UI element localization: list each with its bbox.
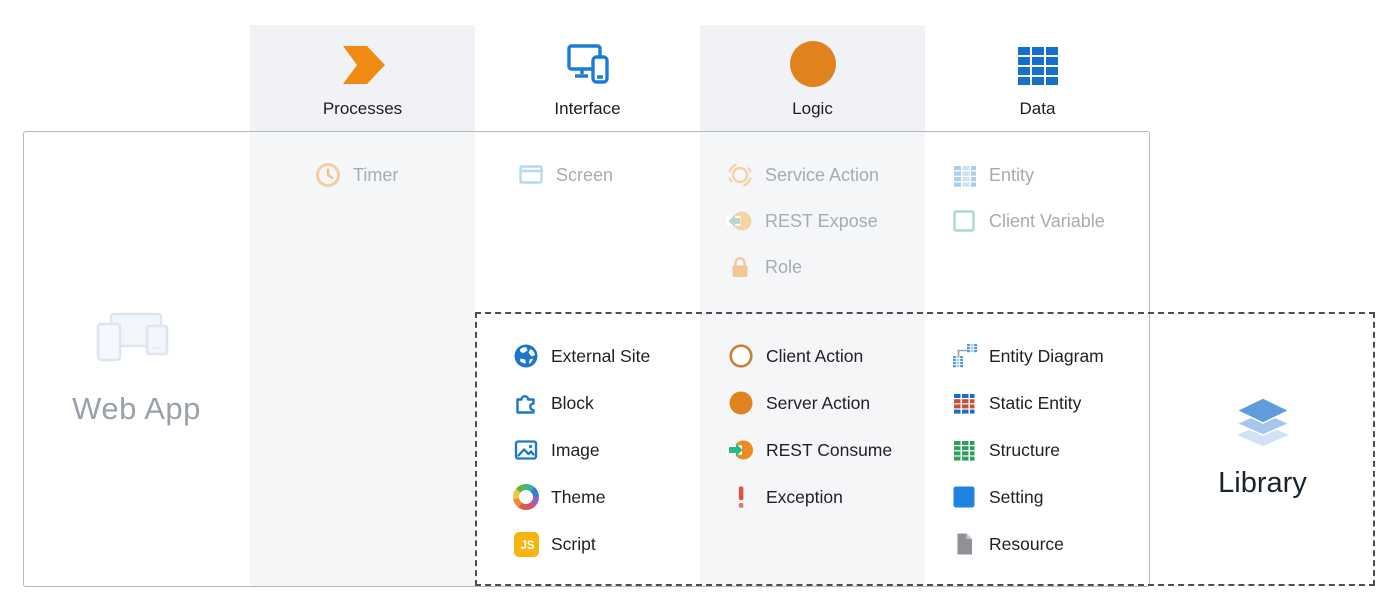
processes-icon (336, 38, 390, 92)
role-icon (726, 253, 754, 281)
item-label: REST Consume (766, 439, 893, 460)
library-icon (1230, 392, 1296, 455)
item-client-variable: Client Variable (950, 207, 1105, 235)
item-label: Client Action (766, 345, 864, 366)
column-header-processes: Processes (250, 25, 475, 131)
data-icon (1011, 38, 1065, 92)
setting-icon (950, 483, 978, 511)
item-label: External Site (551, 345, 651, 366)
screen-icon (517, 161, 545, 189)
item-role: Role (726, 253, 879, 281)
exception-icon (727, 483, 755, 511)
server-action-icon (727, 389, 755, 417)
client-variable-icon (950, 207, 978, 235)
item-entity-diagram: Entity Diagram (950, 342, 1104, 370)
item-label: Script (551, 533, 596, 554)
image-icon (512, 436, 540, 464)
item-label: Exception (766, 486, 843, 507)
column-header-label: Data (1019, 98, 1056, 118)
interface-icon (561, 38, 615, 92)
column-header-data: Data (925, 25, 1150, 131)
item-label: Theme (551, 486, 606, 507)
item-image: Image (512, 436, 650, 464)
item-rest-consume: REST Consume (727, 436, 892, 464)
item-setting: Setting (950, 483, 1104, 511)
web-app-block: Web App (23, 312, 250, 427)
column-header-label: Logic (792, 98, 833, 118)
logic-icon (786, 38, 840, 92)
client-action-icon (727, 342, 755, 370)
item-label: Screen (556, 164, 614, 185)
item-label: Client Variable (989, 210, 1105, 231)
entity-icon (950, 161, 978, 189)
item-theme: Theme (512, 483, 650, 511)
structure-icon (950, 436, 978, 464)
item-client-action: Client Action (727, 342, 892, 370)
item-external-site: External Site (512, 342, 650, 370)
item-rest-expose: REST Expose (726, 207, 879, 235)
rest-consume-icon (727, 436, 755, 464)
item-block: Block (512, 389, 650, 417)
theme-icon (512, 483, 540, 511)
resource-icon (950, 530, 978, 558)
service-action-icon (726, 161, 754, 189)
column-header-label: Interface (554, 98, 621, 118)
item-resource: Resource (950, 530, 1104, 558)
item-label: Static Entity (989, 392, 1082, 413)
column-header-interface: Interface (475, 25, 700, 131)
item-label: Service Action (765, 164, 880, 185)
library-label: Library (1218, 467, 1307, 499)
block-icon (512, 389, 540, 417)
item-exception: Exception (727, 483, 892, 511)
item-screen: Screen (517, 161, 613, 189)
item-label: Entity (989, 164, 1035, 185)
item-server-action: Server Action (727, 389, 892, 417)
item-timer: Timer (314, 161, 398, 189)
item-entity: Entity (950, 161, 1105, 189)
library-boundary-box (475, 312, 1375, 586)
timer-icon (314, 161, 342, 189)
script-icon: JS (512, 530, 540, 558)
item-script: JS Script (512, 530, 650, 558)
item-service-action: Service Action (726, 161, 879, 189)
web-app-label: Web App (72, 391, 201, 426)
web-app-boundary-box (23, 131, 1150, 587)
entity-diagram-icon (950, 342, 978, 370)
web-app-icon (89, 312, 185, 375)
external-site-icon (512, 342, 540, 370)
item-label: Role (765, 256, 803, 277)
item-structure: Structure (950, 436, 1104, 464)
static-entity-icon (950, 389, 978, 417)
item-label: Block (551, 392, 594, 413)
processes-app-items: Timer (314, 161, 398, 189)
library-block: Library (1150, 392, 1375, 500)
item-static-entity: Static Entity (950, 389, 1104, 417)
column-header-logic: Logic (700, 25, 925, 131)
column-header-label: Processes (322, 98, 403, 118)
item-label: Setting (989, 486, 1044, 507)
item-label: Timer (353, 164, 399, 185)
item-label: Entity Diagram (989, 345, 1104, 366)
item-label: Image (551, 439, 600, 460)
item-label: REST Expose (765, 210, 878, 231)
interface-app-items: Screen (517, 161, 613, 189)
item-label: Server Action (766, 392, 871, 413)
item-label: Structure (989, 439, 1060, 460)
item-label: Resource (989, 533, 1064, 554)
rest-expose-icon (726, 207, 754, 235)
